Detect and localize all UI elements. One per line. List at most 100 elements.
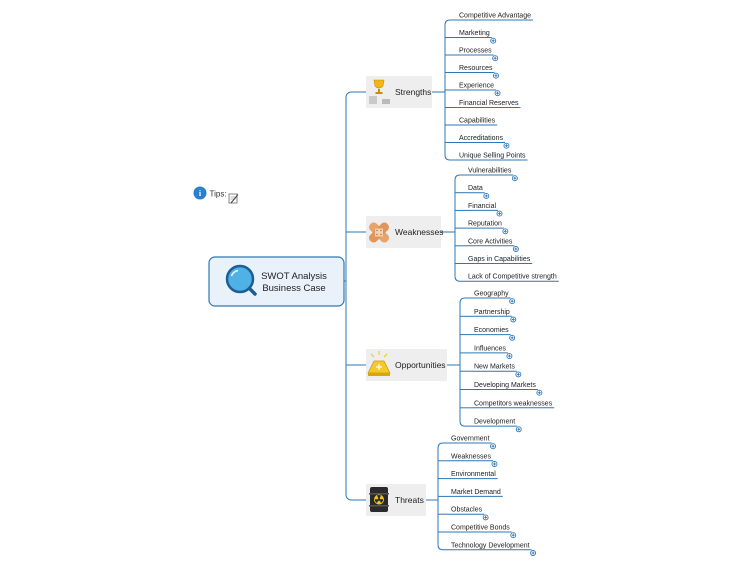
branch-weaknesses[interactable]: Weaknesses bbox=[366, 216, 444, 248]
expand-plus-icon[interactable] bbox=[510, 532, 517, 539]
leaf-topic[interactable]: Weaknesses bbox=[438, 453, 498, 467]
expand-plus-icon[interactable] bbox=[490, 37, 497, 44]
expand-plus-icon[interactable] bbox=[491, 461, 498, 467]
expand-plus-icon[interactable] bbox=[510, 316, 517, 323]
tips-label: Tips: bbox=[210, 190, 227, 199]
root-title-line1: SWOT Analysis bbox=[261, 271, 327, 282]
leaf-topics: Competitive AdvantageMarketingProcessesR… bbox=[426, 13, 559, 556]
root-title-line2: Business Case bbox=[262, 283, 325, 294]
leaf-topic[interactable]: Geography bbox=[459, 291, 516, 305]
leaf-group-opportunities: GeographyPartnershipEconomiesInfluencesN… bbox=[447, 291, 555, 433]
leaf-connector bbox=[454, 174, 468, 181]
expand-plus-icon[interactable] bbox=[496, 210, 503, 217]
leaf-label: Reputation bbox=[468, 221, 502, 228]
leaf-topic[interactable]: Reputation bbox=[455, 221, 509, 235]
leaf-topic[interactable]: Resources bbox=[445, 65, 499, 79]
leaf-topic[interactable]: Financial bbox=[455, 203, 503, 217]
leaf-topic[interactable]: Accreditations bbox=[445, 135, 510, 149]
branch-threats[interactable]: Threats bbox=[366, 484, 426, 516]
leaf-connector bbox=[454, 276, 468, 282]
expand-plus-icon[interactable] bbox=[512, 246, 519, 252]
leaf-topic[interactable]: Data bbox=[455, 185, 490, 199]
leaf-label: Development bbox=[474, 419, 515, 426]
leaf-label: Market Demand bbox=[451, 489, 501, 496]
leaf-label: Technology Development bbox=[451, 542, 530, 549]
leaf-topic[interactable]: Developing Markets bbox=[460, 382, 543, 396]
expand-plus-icon[interactable] bbox=[515, 426, 522, 433]
leaf-topic[interactable]: Gaps in Capabilities bbox=[455, 256, 533, 264]
leaf-topic[interactable]: Lack of Competitive strength bbox=[454, 274, 559, 282]
trunk-connectors bbox=[344, 91, 366, 501]
leaf-topic[interactable]: Financial Reserves bbox=[445, 100, 521, 108]
leaf-connector bbox=[437, 544, 451, 551]
branch-label-weaknesses: Weaknesses bbox=[395, 227, 444, 237]
leaf-topic[interactable]: Influences bbox=[460, 345, 513, 360]
expand-plus-icon[interactable] bbox=[509, 334, 516, 341]
leaf-label: Gaps in Capabilities bbox=[468, 256, 531, 263]
leaf-topic[interactable]: Core Activities bbox=[455, 238, 519, 252]
leaf-topic[interactable]: Unique Selling Points bbox=[444, 153, 528, 161]
leaf-label: Marketing bbox=[459, 30, 490, 37]
root-topic[interactable]: SWOT Analysis Business Case bbox=[208, 256, 345, 307]
note-icon[interactable] bbox=[228, 193, 239, 204]
leaf-label: Core Activities bbox=[468, 238, 513, 245]
leaf-topic[interactable]: Competitive Advantage bbox=[444, 13, 533, 26]
leaf-label: Financial Reserves bbox=[459, 100, 519, 107]
branch-opportunities[interactable]: Opportunities bbox=[366, 349, 447, 381]
leaf-topic[interactable]: Marketing bbox=[445, 30, 497, 44]
leaf-label: Lack of Competitive strength bbox=[468, 274, 557, 281]
leaf-label: Weaknesses bbox=[451, 453, 491, 460]
leaf-topic[interactable]: Obstacles bbox=[438, 507, 489, 521]
expand-plus-icon[interactable] bbox=[493, 72, 499, 79]
leaf-label: Geography bbox=[474, 291, 509, 298]
leaf-label: Competitors weaknesses bbox=[474, 400, 553, 407]
expand-plus-icon[interactable] bbox=[511, 175, 518, 182]
leaf-topic[interactable]: Government bbox=[437, 436, 496, 450]
leaf-topic[interactable]: Technology Development bbox=[437, 542, 537, 556]
radioactive-barrel-icon bbox=[369, 487, 389, 512]
expand-plus-icon[interactable] bbox=[490, 443, 496, 450]
leaf-topic[interactable]: Experience bbox=[445, 83, 501, 97]
leaf-group-strengths: Competitive AdvantageMarketingProcessesR… bbox=[432, 13, 533, 161]
leaf-label: Developing Markets bbox=[474, 382, 536, 389]
leaf-label: Processes bbox=[459, 48, 492, 55]
expand-plus-icon[interactable] bbox=[515, 371, 522, 378]
expand-plus-icon[interactable] bbox=[492, 55, 499, 62]
leaf-topic[interactable]: New Markets bbox=[460, 364, 522, 378]
expand-plus-icon[interactable] bbox=[482, 514, 489, 521]
leaf-label: Resources bbox=[459, 65, 493, 72]
leaf-topic[interactable]: Processes bbox=[445, 48, 499, 62]
leaf-topic[interactable]: Economies bbox=[460, 327, 516, 341]
leaf-connector bbox=[459, 297, 474, 304]
expand-plus-icon[interactable] bbox=[530, 550, 537, 556]
magnifier-icon bbox=[225, 264, 257, 296]
leaf-topic[interactable]: Vulnerabilities bbox=[454, 168, 518, 182]
leaf-label: Accreditations bbox=[459, 135, 503, 142]
leaf-topic[interactable]: Capabilities bbox=[445, 118, 498, 126]
branch-strengths[interactable]: Strengths bbox=[366, 76, 432, 108]
leaf-connector bbox=[459, 421, 474, 427]
expand-plus-icon[interactable] bbox=[502, 228, 509, 235]
expand-plus-icon[interactable] bbox=[536, 389, 543, 396]
expand-plus-icon[interactable] bbox=[494, 90, 501, 97]
leaf-topic[interactable]: Market Demand bbox=[438, 489, 503, 497]
leaf-topic[interactable]: Development bbox=[459, 419, 522, 433]
leaf-label: Unique Selling Points bbox=[459, 153, 526, 160]
tips-note[interactable]: i Tips: bbox=[193, 186, 239, 204]
branch-label-strengths: Strengths bbox=[395, 87, 431, 97]
leaf-topic[interactable]: Competitors weaknesses bbox=[460, 400, 555, 409]
leaf-label: Influences bbox=[474, 345, 506, 352]
bandage-icon bbox=[368, 222, 390, 243]
leaf-label: Financial bbox=[468, 203, 496, 210]
leaf-topic[interactable]: Environmental bbox=[438, 471, 498, 480]
leaf-topic[interactable]: Partnership bbox=[460, 309, 517, 323]
leaf-connector bbox=[444, 19, 459, 26]
leaf-label: Capabilities bbox=[459, 118, 496, 125]
expand-plus-icon[interactable] bbox=[503, 142, 510, 149]
leaf-label: Competitive Advantage bbox=[459, 13, 531, 20]
leaf-topic[interactable]: Competitive Bonds bbox=[438, 525, 517, 539]
expand-plus-icon[interactable] bbox=[506, 353, 513, 360]
expand-plus-icon[interactable] bbox=[483, 192, 490, 199]
expand-plus-icon[interactable] bbox=[509, 298, 516, 305]
